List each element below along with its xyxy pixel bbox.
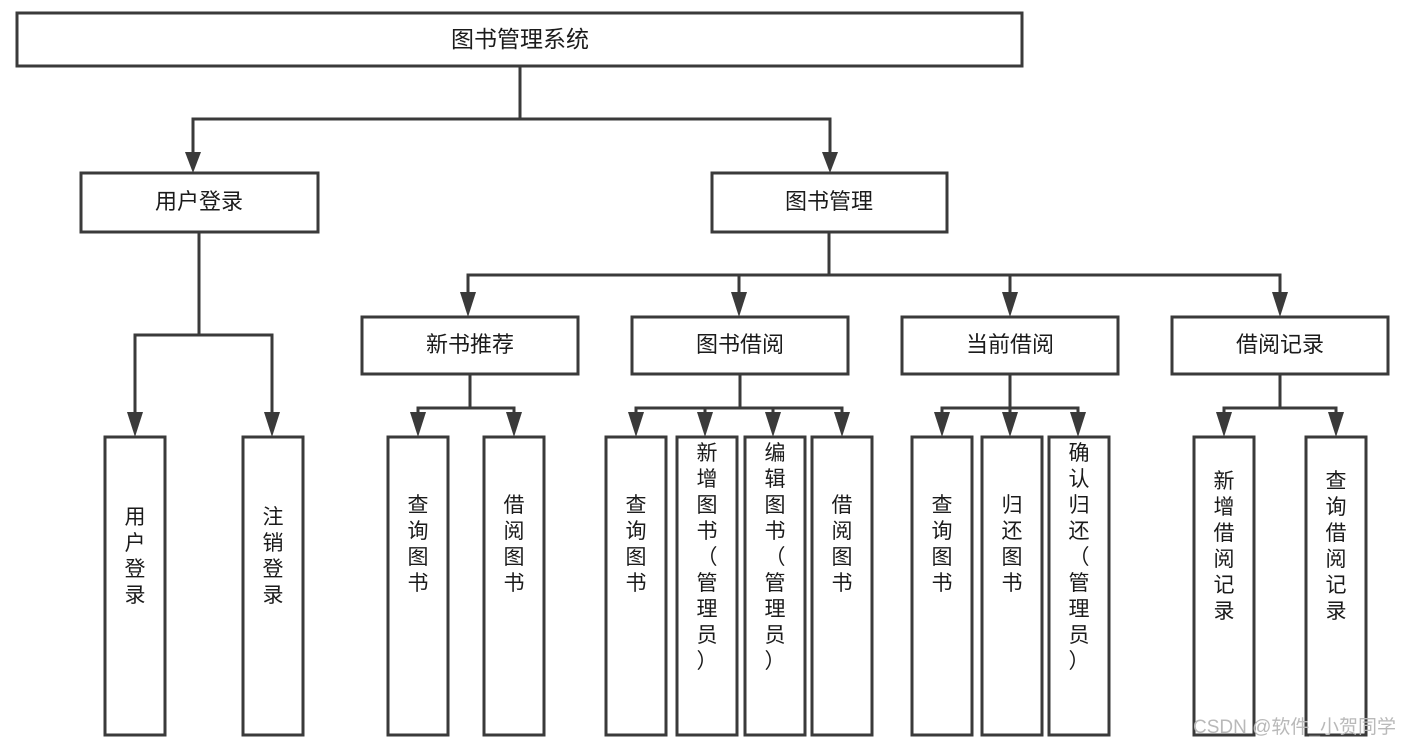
node-borrow-record-label: 借阅记录 <box>1236 332 1324 357</box>
node-borrow-record-box <box>1170 315 1390 376</box>
node-new-book-recommend-box <box>360 315 580 376</box>
leaf-box <box>1047 435 1111 737</box>
node-new-book-recommend-label: 新书推荐 <box>426 332 514 357</box>
node-book-borrow-box <box>630 315 850 376</box>
node-root-box <box>15 11 1024 68</box>
leaf-node-new-book-query[interactable]: 查询图书 <box>386 435 450 737</box>
leaf-box <box>386 435 450 737</box>
leaf-label: 用户登录 <box>125 506 146 607</box>
arrow-head-icon <box>1002 292 1018 317</box>
arrow-head-icon <box>264 412 280 437</box>
leaf-node-book-borrow-query[interactable]: 查询图书 <box>604 435 668 737</box>
leaf-node-book-borrow-borrow[interactable]: 借阅图书 <box>810 435 874 737</box>
leaf-label: 查询图书 <box>408 494 429 595</box>
node-current-borrow-label: 当前借阅 <box>966 332 1054 357</box>
leaf-box <box>743 435 807 737</box>
leaf-node-current-borrow-confirm[interactable]: 确认归还（管理员） <box>1047 435 1111 737</box>
connector-group-new-book-recommend <box>410 372 522 437</box>
connector-group-book-management <box>460 230 1288 317</box>
arrow-head-icon <box>1328 412 1344 437</box>
arrow-head-icon <box>1272 292 1288 317</box>
leaf-box <box>810 435 874 737</box>
leaf-label: 归还图书 <box>1002 494 1023 595</box>
arrow-head-icon <box>765 412 781 437</box>
arrow-head-icon <box>506 412 522 437</box>
node-book-management[interactable]: 图书管理 <box>710 171 949 234</box>
leaf-label: 新增图书（管理员） <box>697 442 718 673</box>
leaf-node-book-borrow-add[interactable]: 新增图书（管理员） <box>675 435 739 737</box>
leaf-label: 借阅图书 <box>832 494 853 595</box>
node-user-login-box <box>79 171 320 234</box>
arrow-head-icon <box>731 292 747 317</box>
node-new-book-recommend[interactable]: 新书推荐 <box>360 315 580 376</box>
node-user-login[interactable]: 用户登录 <box>79 171 320 234</box>
node-borrow-record[interactable]: 借阅记录 <box>1170 315 1390 376</box>
connector-group-book-borrow <box>628 372 850 437</box>
leaf-node-current-borrow-query[interactable]: 查询图书 <box>910 435 974 737</box>
leaf-label: 查询借阅记录 <box>1326 470 1347 623</box>
leaf-label: 确认归还（管理员） <box>1069 442 1090 673</box>
leaf-box <box>1192 435 1256 737</box>
leaf-node-new-book-borrow[interactable]: 借阅图书 <box>482 435 546 737</box>
leaf-label: 查询图书 <box>626 494 647 595</box>
leaf-box <box>1304 435 1368 737</box>
leaf-node-current-borrow-return[interactable]: 归还图书 <box>980 435 1044 737</box>
arrow-head-icon <box>1002 412 1018 437</box>
leaf-label: 新增借阅记录 <box>1214 470 1235 623</box>
node-book-borrow-label: 图书借阅 <box>696 332 784 357</box>
arrow-head-icon <box>822 152 838 173</box>
leaf-box <box>604 435 668 737</box>
leaf-node-book-borrow-edit[interactable]: 编辑图书（管理员） <box>743 435 807 737</box>
arrow-head-icon <box>1216 412 1232 437</box>
leaf-node-borrow-record-add[interactable]: 新增借阅记录 <box>1192 435 1256 737</box>
arrow-head-icon <box>697 412 713 437</box>
leaf-box <box>482 435 546 737</box>
connector-group-borrow-record <box>1216 372 1344 437</box>
connector-group-current-borrow <box>934 372 1086 437</box>
watermark: CSDN @软件_小贺同学 <box>1193 716 1396 738</box>
leaf-label: 注销登录 <box>263 506 284 607</box>
connector-group-user-login <box>127 230 280 437</box>
arrow-head-icon <box>628 412 644 437</box>
leaf-node-borrow-record-query[interactable]: 查询借阅记录 <box>1304 435 1368 737</box>
leaf-box <box>980 435 1044 737</box>
node-root-label: 图书管理系统 <box>451 26 589 52</box>
leaf-node-user-login-logout[interactable]: 注销登录 <box>241 435 305 737</box>
leaf-box <box>675 435 739 737</box>
arrow-head-icon <box>934 412 950 437</box>
node-book-borrow[interactable]: 图书借阅 <box>630 315 850 376</box>
leaf-label: 编辑图书（管理员） <box>765 442 786 673</box>
leaf-box <box>103 435 167 737</box>
connector-group-root <box>185 64 838 173</box>
node-current-borrow-box <box>900 315 1120 376</box>
leaf-label: 查询图书 <box>932 494 953 595</box>
node-current-borrow[interactable]: 当前借阅 <box>900 315 1120 376</box>
leaf-label: 借阅图书 <box>504 494 525 595</box>
leaf-box <box>241 435 305 737</box>
arrow-head-icon <box>127 412 143 437</box>
node-book-management-label: 图书管理 <box>785 189 873 214</box>
leaf-box <box>910 435 974 737</box>
leaf-node-user-login-login[interactable]: 用户登录 <box>103 435 167 737</box>
arrow-head-icon <box>460 292 476 317</box>
node-book-management-box <box>710 171 949 234</box>
arrow-head-icon <box>834 412 850 437</box>
arrow-head-icon <box>1070 412 1086 437</box>
arrow-head-icon <box>185 152 201 173</box>
node-user-login-label: 用户登录 <box>155 189 243 214</box>
arrow-head-icon <box>410 412 426 437</box>
node-root[interactable]: 图书管理系统 <box>15 11 1024 68</box>
